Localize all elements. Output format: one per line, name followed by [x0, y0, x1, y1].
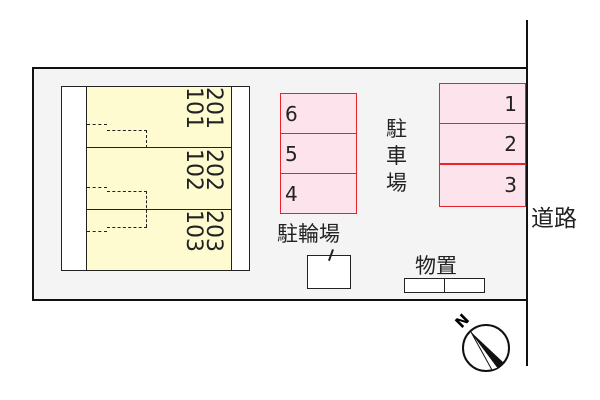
parking-space-6: 6	[280, 93, 357, 134]
unit-upper: 202	[201, 148, 226, 191]
parking-number: 3	[504, 173, 517, 197]
partition-line	[146, 130, 147, 148]
parking-number: 5	[285, 142, 298, 166]
partition-line	[87, 231, 107, 232]
north-compass: N	[451, 310, 524, 380]
storage-unit	[404, 278, 445, 293]
parking-label: 駐車場	[386, 117, 407, 195]
partition-line	[87, 124, 107, 125]
parking-space-4: 4	[280, 173, 357, 214]
building-inner-line	[231, 86, 232, 271]
road-label: 道路	[531, 206, 577, 232]
parking-number: 2	[504, 132, 517, 156]
building-inner-line	[86, 86, 87, 271]
bicycle-parking-label: 駐輪場	[277, 222, 340, 246]
partition-line	[107, 191, 147, 192]
storage-unit	[444, 278, 485, 293]
partition-line	[87, 187, 107, 188]
parking-space-3: 3	[439, 164, 526, 207]
unit-upper: 201	[201, 87, 226, 129]
parking-space-5: 5	[280, 133, 357, 174]
parking-number: 1	[504, 92, 517, 116]
unit-lower: 103	[181, 210, 206, 252]
storage-label: 物置	[415, 254, 457, 278]
partition-line	[146, 191, 147, 227]
parking-space-2: 2	[439, 123, 526, 164]
unit-upper: 203	[201, 210, 226, 252]
road-edge-line	[526, 20, 528, 366]
unit-lower: 101	[181, 87, 206, 129]
partition-line	[107, 130, 147, 131]
partition-line	[107, 227, 147, 228]
parking-number: 6	[285, 102, 298, 126]
unit-lower: 102	[181, 148, 206, 191]
parking-space-1: 1	[439, 83, 526, 124]
compass-icon	[462, 324, 510, 372]
parking-number: 4	[285, 182, 298, 206]
